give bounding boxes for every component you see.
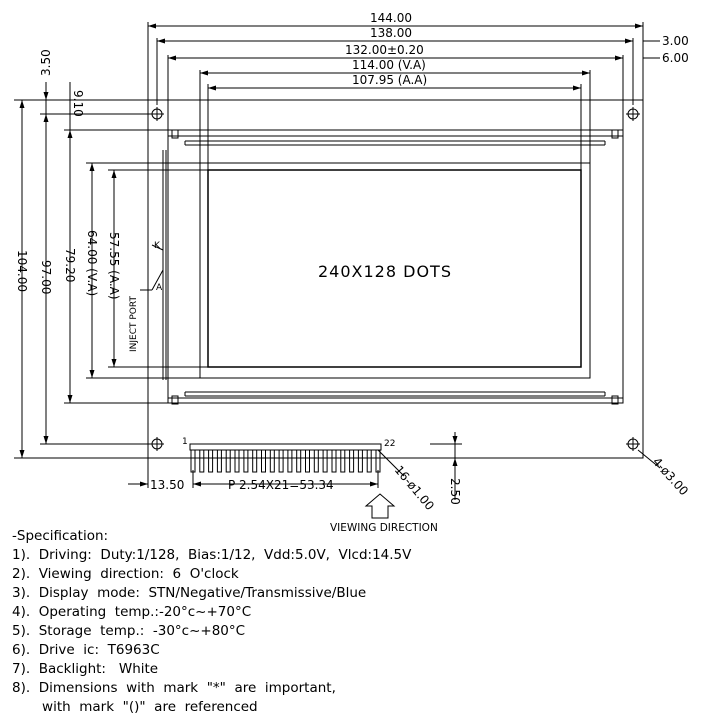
pin-1-label: 1 bbox=[182, 437, 188, 447]
connector-pin bbox=[296, 449, 302, 473]
inject-port-label: INJECT PORT bbox=[129, 296, 139, 352]
dim-138: 138.00 bbox=[370, 26, 412, 40]
display-dots-label: 240X128 DOTS bbox=[318, 262, 452, 281]
connector-pin bbox=[252, 449, 258, 473]
connector-pin bbox=[243, 449, 249, 473]
connector-pin bbox=[225, 449, 231, 473]
pcb-outline bbox=[147, 99, 644, 459]
spec-item: 7). Backlight: White bbox=[12, 661, 159, 677]
dim-13-50: 13.50 bbox=[150, 478, 184, 492]
spec-title: -Specification: bbox=[12, 528, 109, 544]
connector-pin bbox=[199, 449, 205, 473]
dim-pin-diameter: 16-ø1.00 bbox=[392, 463, 437, 513]
spec-item: 8). Dimensions with mark "*" are importa… bbox=[12, 680, 336, 696]
connector-pin bbox=[269, 449, 275, 473]
a-label: A bbox=[156, 283, 163, 293]
connector-pin bbox=[190, 449, 196, 473]
spec-item: 6). Drive ic: T6963C bbox=[12, 642, 160, 658]
viewing-direction-arrow-icon bbox=[364, 493, 396, 519]
dim-64-va: 64.00 (V.A) bbox=[85, 230, 99, 296]
dimension-arrowheads bbox=[19, 23, 643, 487]
connector-pin bbox=[366, 449, 372, 473]
connector-pin bbox=[313, 449, 319, 473]
connector-pin bbox=[357, 449, 363, 473]
active-area bbox=[207, 169, 582, 368]
dim-3: 3.00 bbox=[662, 34, 689, 48]
connector-pin bbox=[287, 449, 293, 473]
connector-pin bbox=[234, 449, 240, 473]
connector-pin bbox=[331, 449, 337, 473]
connector-pins bbox=[189, 443, 382, 451]
spec-item: 4). Operating temp.:-20°c~+70°C bbox=[12, 604, 252, 620]
connector-pin bbox=[375, 449, 381, 473]
connector-pin bbox=[349, 449, 355, 473]
connector-pin bbox=[340, 449, 346, 473]
dim-2-50: 2.50 bbox=[448, 478, 462, 505]
viewing-area bbox=[199, 162, 591, 379]
spec-item: with mark "()" are referenced bbox=[12, 699, 258, 715]
connector-pin bbox=[261, 449, 266, 473]
dim-114-va: 114.00 (V.A) bbox=[352, 58, 426, 72]
dim-144: 144.00 bbox=[370, 11, 412, 25]
viewing-direction-label: VIEWING DIRECTION bbox=[330, 522, 438, 534]
dim-97: 97.00 bbox=[39, 260, 53, 294]
dim-pin-pitch: P 2.54X21=53.34 bbox=[228, 478, 334, 492]
connector-pin bbox=[322, 449, 328, 473]
dim-6: 6.00 bbox=[662, 51, 689, 65]
spec-item: 3). Display mode: STN/Negative/Transmiss… bbox=[12, 585, 367, 601]
dim-3-50: 3.50 bbox=[39, 49, 53, 76]
k-label: K bbox=[154, 241, 161, 251]
spec-item: 2). Viewing direction: 6 O'clock bbox=[12, 566, 239, 582]
spec-item: 5). Storage temp.: -30°c~+80°C bbox=[12, 623, 246, 639]
dim-104: 104.00 bbox=[15, 250, 29, 292]
mounting-holes bbox=[150, 107, 640, 451]
spec-item: 1). Driving: Duty:1/128, Bias:1/12, Vdd:… bbox=[12, 547, 412, 563]
pin-22-label: 22 bbox=[384, 439, 395, 449]
specification-block: -Specification: 1). Driving: Duty:1/128,… bbox=[12, 527, 712, 717]
dim-57-55-aa: 57.55 (A.A) bbox=[107, 232, 121, 300]
connector-pin bbox=[305, 449, 310, 473]
dim-107-aa: 107.95 (A.A) bbox=[352, 73, 427, 87]
connector-pin bbox=[216, 449, 222, 473]
bezel-frame bbox=[167, 129, 624, 404]
dim-hole-diameter: 4-ø3.00 bbox=[650, 455, 691, 499]
connector-pin bbox=[278, 449, 284, 473]
dim-9-10: 9.10 bbox=[71, 90, 85, 117]
dim-132: 132.00±0.20 bbox=[345, 43, 424, 57]
dim-79-20: 79.20 bbox=[63, 248, 77, 282]
connector-pin bbox=[208, 449, 214, 473]
